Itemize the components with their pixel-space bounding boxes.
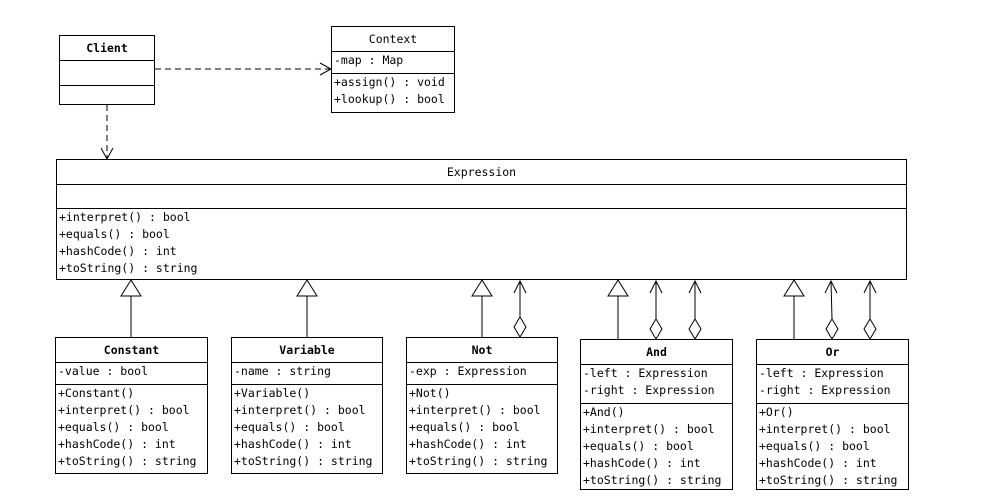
class-name: Or [757, 340, 908, 365]
class-name: Variable [232, 338, 382, 363]
attribute: -value : bool [58, 364, 149, 378]
method: +hashCode() : int [409, 437, 527, 451]
method: +equals() : bool [234, 420, 345, 434]
attribute: -left : Expression [759, 366, 884, 380]
generalization-variable [296, 279, 318, 337]
attributes-compartment: -left : Expression -right : Expression [757, 365, 908, 404]
attributes-compartment: -name : string [232, 363, 382, 385]
attribute: -left : Expression [583, 366, 708, 380]
class-name: Client [60, 36, 154, 61]
class-and: And -left : Expression -right : Expressi… [580, 339, 733, 490]
method: +Not() [409, 386, 451, 400]
method: +toString() : string [759, 473, 898, 487]
method: +interpret() : bool [234, 403, 366, 417]
method: +toString() : string [234, 454, 373, 468]
aggregation-not-exp [513, 279, 527, 338]
class-constant: Constant -value : bool +Constant() +inte… [55, 337, 208, 474]
attributes-compartment: -value : bool [56, 363, 207, 385]
attributes-compartment: -map : Map [332, 52, 454, 74]
method: +interpret() : bool [759, 422, 891, 436]
methods-compartment: +interpret() : bool +equals() : bool +ha… [57, 209, 906, 277]
aggregation-and-left [649, 279, 663, 340]
aggregation-and-right [688, 279, 702, 340]
attribute: -map : Map [334, 53, 404, 67]
generalization-or [783, 279, 805, 339]
class-name: Context [332, 27, 454, 52]
generalization-constant [120, 279, 142, 337]
attribute: -name : string [234, 364, 331, 378]
method: +interpret() : bool [583, 422, 715, 436]
class-variable: Variable -name : string +Variable() +int… [231, 337, 383, 474]
attributes-compartment [60, 61, 154, 86]
aggregation-or-right [863, 279, 877, 340]
generalization-and [607, 279, 629, 339]
method: +Variable() [234, 386, 311, 400]
methods-compartment: +Variable() +interpret() : bool +equals(… [232, 385, 382, 470]
generalization-not [471, 279, 493, 337]
aggregation-or-left [824, 279, 839, 340]
methods-compartment: +And() +interpret() : bool +equals() : b… [581, 404, 732, 489]
method: +toString() : string [58, 454, 197, 468]
class-name: Constant [56, 338, 207, 363]
method: +equals() : bool [759, 439, 870, 453]
class-or: Or -left : Expression -right : Expressio… [756, 339, 909, 490]
method: +interpret() : bool [409, 403, 541, 417]
method: +hashCode() : int [583, 456, 701, 470]
attributes-compartment: -exp : Expression [407, 363, 557, 385]
class-expression: Expression +interpret() : bool +equals()… [56, 159, 907, 280]
attribute: -exp : Expression [409, 364, 527, 378]
method: +interpret() : bool [58, 403, 190, 417]
method: +Constant() [58, 386, 135, 400]
method: +hashCode() : int [234, 437, 352, 451]
attributes-compartment [57, 185, 906, 209]
attribute: -right : Expression [583, 383, 715, 397]
method: +lookup() : bool [334, 92, 445, 106]
method: +assign() : void [334, 75, 445, 89]
method: +hashCode() : int [58, 437, 176, 451]
method: +toString() : string [409, 454, 548, 468]
attribute: -right : Expression [759, 383, 891, 397]
method: +toString() : string [583, 473, 722, 487]
method: +equals() : bool [59, 227, 170, 241]
class-client: Client [59, 35, 155, 105]
class-name: Expression [57, 160, 906, 185]
class-name: Not [407, 338, 557, 363]
methods-compartment: +Or() +interpret() : bool +equals() : bo… [757, 404, 908, 489]
class-name: And [581, 340, 732, 365]
dependency-client-context [155, 62, 333, 76]
methods-compartment [60, 86, 154, 105]
methods-compartment: +Not() +interpret() : bool +equals() : b… [407, 385, 557, 470]
methods-compartment: +assign() : void +lookup() : bool [332, 74, 454, 108]
method: +interpret() : bool [59, 210, 191, 224]
method: +And() [583, 405, 625, 419]
method: +Or() [759, 405, 794, 419]
method: +equals() : bool [409, 420, 520, 434]
dependency-client-expression [100, 105, 114, 161]
method: +equals() : bool [583, 439, 694, 453]
method: +equals() : bool [58, 420, 169, 434]
attributes-compartment: -left : Expression -right : Expression [581, 365, 732, 404]
method: +toString() : string [59, 261, 198, 275]
class-context: Context -map : Map +assign() : void +loo… [331, 26, 455, 113]
methods-compartment: +Constant() +interpret() : bool +equals(… [56, 385, 207, 470]
class-not: Not -exp : Expression +Not() +interpret(… [406, 337, 558, 474]
method: +hashCode() : int [59, 244, 177, 258]
method: +hashCode() : int [759, 456, 877, 470]
